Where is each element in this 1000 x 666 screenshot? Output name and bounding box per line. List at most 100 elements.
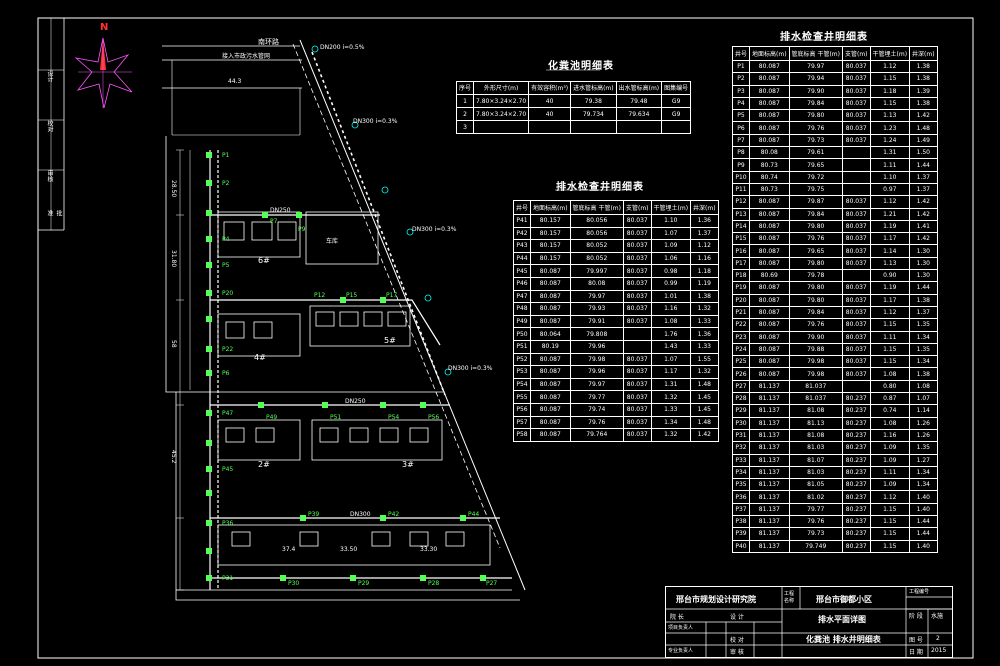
table-cell: 79.764 [569, 428, 624, 442]
table-cell: 80.73 [749, 182, 790, 197]
project-name: 邢台市御都小区 [816, 595, 872, 604]
table-cell: 1.19 [869, 219, 911, 234]
table-cell: 80.237 [841, 539, 871, 553]
table-cell: 1.48 [690, 377, 719, 392]
table-cell: 80.037 [622, 390, 652, 404]
table-cell: 80.037 [841, 207, 871, 221]
table-cell: 79.80 [788, 293, 843, 307]
table-cell: 80.037 [841, 256, 871, 271]
table-cell: 1.42 [909, 195, 938, 209]
table-cell: 80.037 [841, 318, 871, 332]
table-cell: 1.37 [690, 226, 719, 241]
table-cell: 79.76 [788, 121, 843, 135]
table-cell: 1.44 [909, 527, 938, 541]
table-cell: 79.65 [788, 244, 843, 258]
table-cell [661, 120, 692, 134]
table-cell: 1.09 [869, 478, 911, 492]
table-cell: P22 [731, 318, 751, 332]
table-cell: 80.08 [749, 146, 790, 160]
septic-table-title: 化粪池明细表 [548, 61, 614, 72]
column-header: 井号 [512, 200, 532, 215]
table-cell: P28 [731, 392, 751, 406]
table-row: 3 [455, 120, 692, 134]
table-cell: 1.21 [869, 207, 911, 221]
table-cell: 1.36 [690, 327, 719, 341]
table-cell: 81.137 [749, 514, 790, 529]
table-cell: 80.037 [841, 281, 871, 295]
table-cell: 80.064 [530, 327, 571, 341]
table-cell: 79.65 [788, 158, 843, 172]
table-cell: 1.14 [869, 244, 911, 258]
table-cell: 80.087 [530, 276, 571, 291]
table-cell: 1.14 [909, 404, 938, 418]
column-header: 地面标高(m) [530, 200, 571, 215]
table-cell: 81.037 [788, 379, 843, 394]
table-cell: 1.35 [909, 318, 938, 332]
table-cell: 1.48 [909, 121, 938, 135]
table-cell: 79.84 [788, 305, 843, 320]
well-label: P45 [222, 466, 234, 473]
table-cell: P56 [512, 402, 532, 417]
table-cell: P50 [512, 327, 532, 341]
table-cell: P55 [512, 390, 532, 404]
well-label: P31 [222, 575, 234, 582]
building-block-3 [311, 419, 443, 461]
table-cell: 1.26 [909, 416, 938, 430]
pipe-label: DN200 i=0.5% [320, 44, 365, 51]
table-cell: 80.087 [749, 305, 790, 320]
table-cell: 1.19 [869, 281, 911, 295]
table-cell: 79.76 [788, 318, 843, 332]
table-cell: 1.32 [690, 365, 719, 379]
pipe-label: DN300 i=0.3% [448, 365, 493, 372]
table-cell: P19 [731, 281, 751, 295]
table-cell: 80.087 [749, 133, 790, 148]
table-cell [841, 158, 871, 172]
table-cell: P6 [731, 121, 751, 135]
table-cell: 1.37 [909, 182, 938, 197]
table-cell: 81.137 [749, 490, 790, 504]
table-cell: 79.93 [569, 302, 624, 316]
table-cell: 80.157 [530, 214, 571, 228]
building-block-bottom [217, 524, 491, 566]
table-cell: 1.48 [690, 415, 719, 430]
table-cell: 80.056 [569, 226, 624, 241]
well-label: P29 [358, 580, 370, 587]
table-cell: 1.15 [869, 342, 911, 357]
road-centerline [292, 43, 501, 549]
table-cell: 1.30 [909, 244, 938, 258]
table-cell: 80.087 [749, 281, 790, 295]
drawing-title-1: 排水平面详图 [818, 615, 866, 624]
table-cell: 1.07 [650, 352, 692, 367]
table-cell: G9 [661, 107, 692, 121]
table-cell: 0.98 [650, 264, 692, 278]
table-cell: 81.08 [788, 404, 843, 418]
role-label: 专业负责人 [668, 648, 694, 654]
table-cell: 79.38 [570, 94, 617, 108]
connection-marks [311, 45, 452, 376]
table-cell: 1.23 [869, 121, 911, 135]
table-cell: 1.11 [869, 158, 911, 172]
table-cell: 80.157 [530, 251, 571, 266]
table-cell: 1.38 [909, 72, 938, 86]
table-cell: 80.037 [841, 355, 871, 369]
table-cell: P40 [731, 539, 751, 553]
table-cell: 0.80 [869, 379, 911, 394]
table-cell: 1.09 [869, 453, 911, 467]
table-cell: G9 [661, 94, 692, 108]
table-cell [841, 182, 871, 197]
